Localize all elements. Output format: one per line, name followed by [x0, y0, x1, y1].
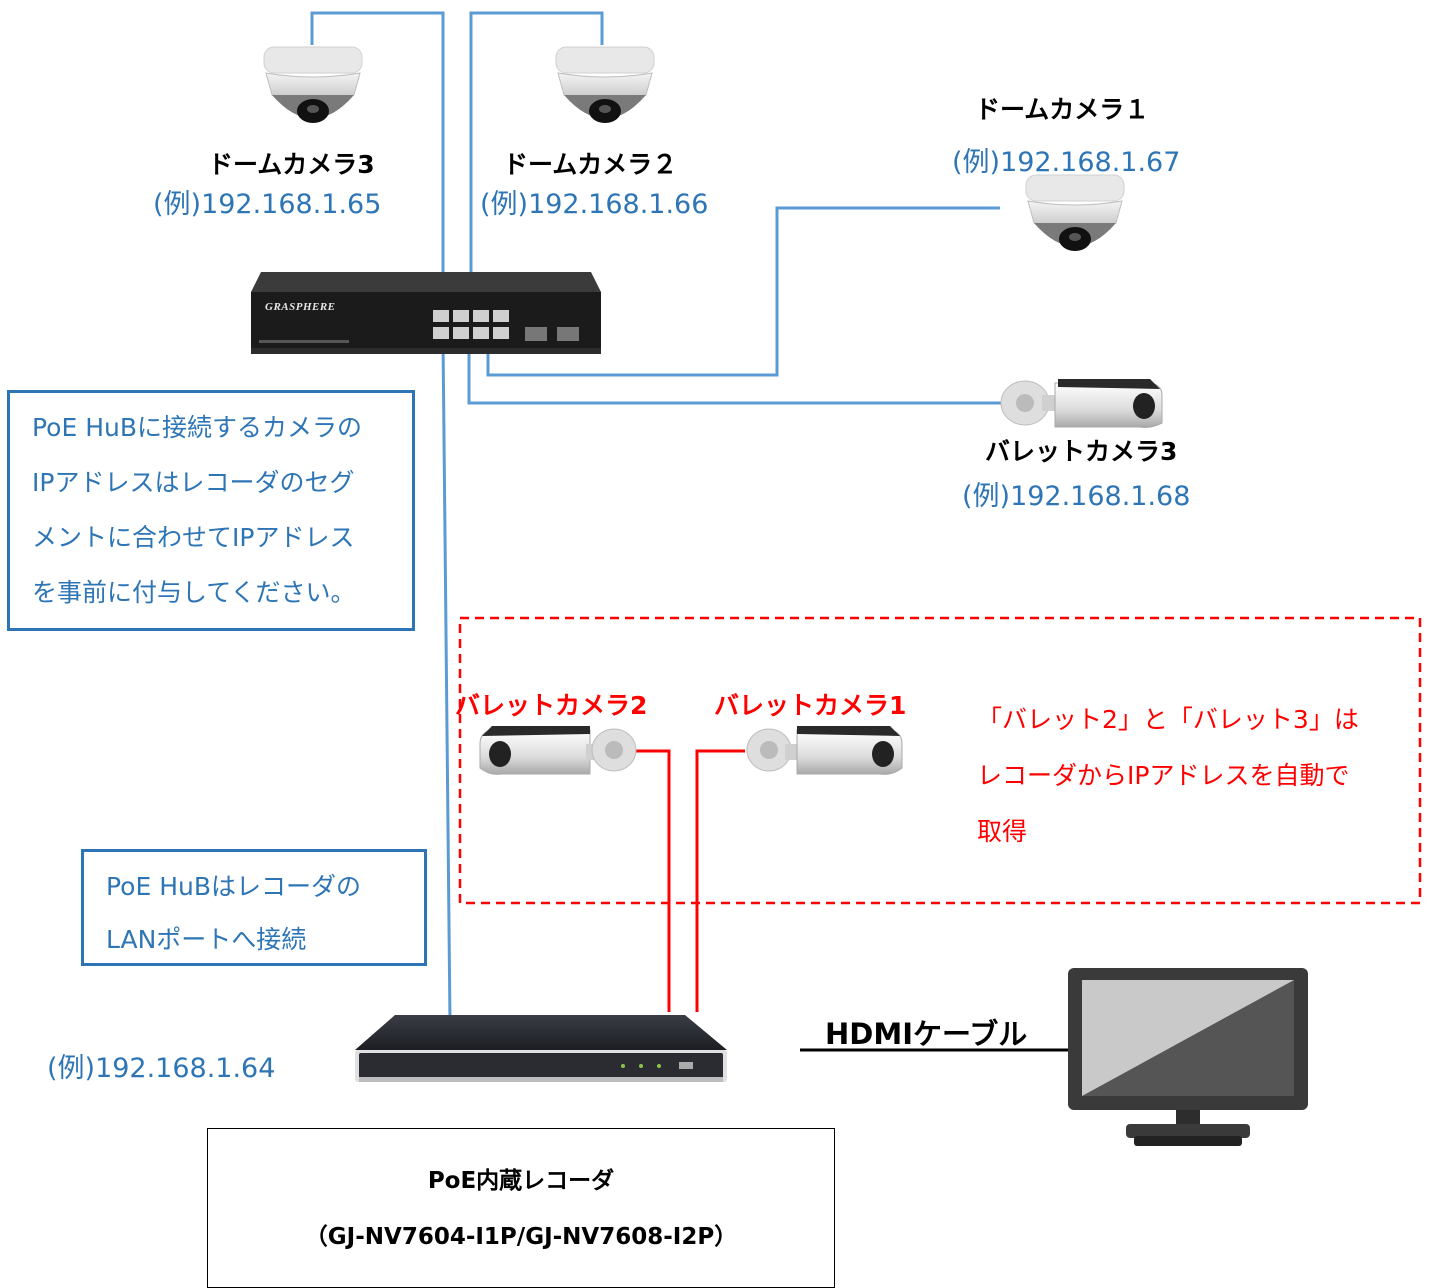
dome1-name: ドームカメラ１	[975, 95, 1150, 124]
auto-ip-region	[458, 616, 1422, 905]
bullet-camera-1-icon	[746, 726, 903, 775]
nvr-recorder-icon	[355, 1015, 727, 1082]
note-hub-ip-line-2: IPアドレスはレコーダのセグ	[32, 468, 355, 497]
poe-cables	[628, 749, 745, 1012]
note-hub-lan-line-1: PoE HuBはレコーダの	[106, 872, 362, 901]
dome2-name: ドームカメラ２	[503, 150, 678, 179]
cable-recorder	[441, 339, 452, 1024]
note-hub-lan: PoE HuBはレコーダの LANポートへ接続	[81, 849, 427, 966]
recorder-models: （GJ-NV7604-I1P/GJ-NV7608-I2P）	[304, 1224, 738, 1250]
hdmi-label: HDMIケーブル	[825, 1017, 1028, 1051]
note-auto-line-2: レコーダからIPアドレスを自動で	[977, 761, 1350, 790]
dome3-ip: (例)192.168.1.65	[153, 189, 382, 220]
cable-bullet3	[467, 345, 1002, 405]
dome1-ip: (例)192.168.1.67	[952, 147, 1181, 178]
note-hub-ip-line-1: PoE HuBに接続するカメラの	[32, 413, 363, 442]
dome-camera-2-icon	[555, 46, 655, 123]
bullet-camera-3-icon	[1000, 379, 1163, 428]
recorder-ip: (例)192.168.1.64	[47, 1053, 276, 1084]
note-hub-ip-line-3: メントに合わせてIPアドレス	[32, 523, 355, 552]
dome-camera-3-icon	[263, 46, 363, 123]
dome3-name: ドームカメラ3	[208, 150, 375, 179]
dome-camera-1-icon	[1025, 174, 1125, 251]
bullet-camera-2-icon	[479, 726, 637, 775]
poe-hub-icon	[251, 272, 601, 354]
cable-dome1	[486, 206, 1000, 377]
note-auto-line-3: 取得	[977, 817, 1028, 846]
bullet3-name: バレットカメラ3	[985, 437, 1178, 466]
hub-brand-label: GRASPHERE	[265, 301, 336, 313]
cable-dome2	[469, 11, 604, 312]
recorder-label-box: PoE内蔵レコーダ （GJ-NV7604-I1P/GJ-NV7608-I2P）	[207, 1128, 835, 1288]
monitor-icon	[1068, 968, 1308, 1146]
note-auto-line-1: 「バレット2」と「バレット3」は	[977, 705, 1359, 734]
bullet1-name: バレットカメラ1	[714, 691, 907, 720]
note-hub-lan-line-2: LANポートへ接続	[106, 925, 307, 954]
dome2-ip: (例)192.168.1.66	[480, 189, 709, 220]
bullet3-ip: (例)192.168.1.68	[962, 481, 1191, 512]
note-hub-ip-line-4: を事前に付与してください。	[32, 578, 356, 607]
lan-cables	[310, 11, 1002, 1024]
recorder-title: PoE内蔵レコーダ	[427, 1168, 615, 1194]
cable-bullet2	[628, 749, 671, 1012]
bullet2-name: バレットカメラ2	[455, 691, 648, 720]
cable-dome3	[310, 11, 445, 312]
cable-bullet1	[695, 749, 745, 1012]
note-hub-ip: PoE HuBに接続するカメラの IPアドレスはレコーダのセグ メントに合わせて…	[7, 390, 415, 631]
